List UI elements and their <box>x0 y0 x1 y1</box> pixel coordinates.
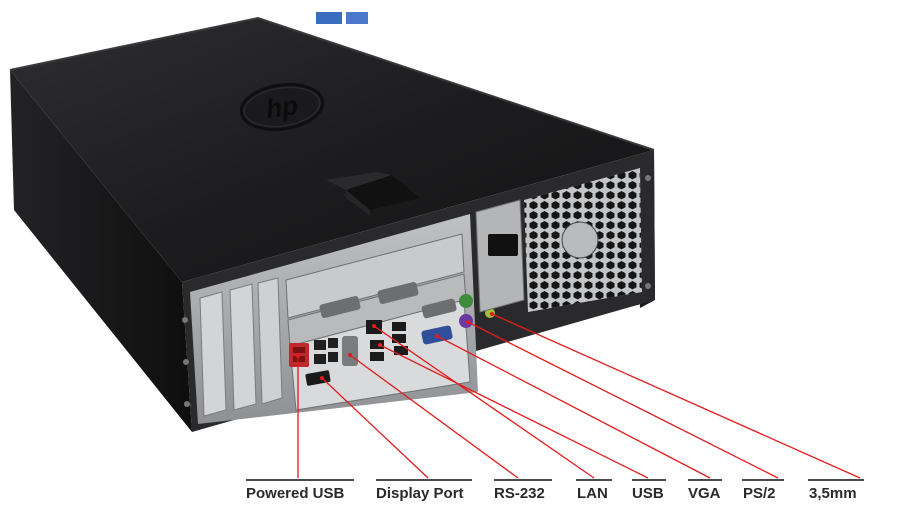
label-display-port: Display Port <box>376 485 464 502</box>
callout-line-ps2 <box>467 321 779 479</box>
callout-line-vga <box>436 335 711 479</box>
chassis-side <box>10 70 192 432</box>
callout-line-audio <box>491 313 861 479</box>
label-ps2: PS/2 <box>743 485 776 502</box>
label-bar <box>808 479 864 481</box>
hp-logo-text: hp <box>264 90 300 124</box>
label-audio-jack: 3,5mm <box>809 485 857 502</box>
callout-line-lan <box>373 325 595 479</box>
callout-line-display-port <box>321 377 429 479</box>
label-lan: LAN <box>577 485 608 502</box>
cover-latch <box>326 172 392 190</box>
label-usb: USB <box>632 485 664 502</box>
sticker <box>346 12 368 24</box>
sticker <box>316 12 342 24</box>
callout-line-rs-232 <box>349 354 519 479</box>
callout-lines <box>297 313 861 479</box>
label-bar <box>742 479 784 481</box>
hp-logo: hp <box>239 82 325 132</box>
label-bar <box>246 479 354 481</box>
label-bar <box>494 479 552 481</box>
chassis-top <box>10 18 654 282</box>
label-bar <box>632 479 666 481</box>
usb-port <box>370 340 384 349</box>
label-vga: VGA <box>688 485 721 502</box>
label-bar <box>576 479 612 481</box>
ps2-port <box>459 314 473 328</box>
callout-line-usb <box>379 344 649 479</box>
label-bar <box>376 479 472 481</box>
label-rs-232: RS-232 <box>494 485 545 502</box>
label-powered-usb: Powered USB <box>246 485 345 502</box>
power-socket <box>488 234 518 256</box>
rs-232-port <box>342 336 358 366</box>
display-port-port <box>305 370 331 386</box>
label-bar <box>688 479 722 481</box>
